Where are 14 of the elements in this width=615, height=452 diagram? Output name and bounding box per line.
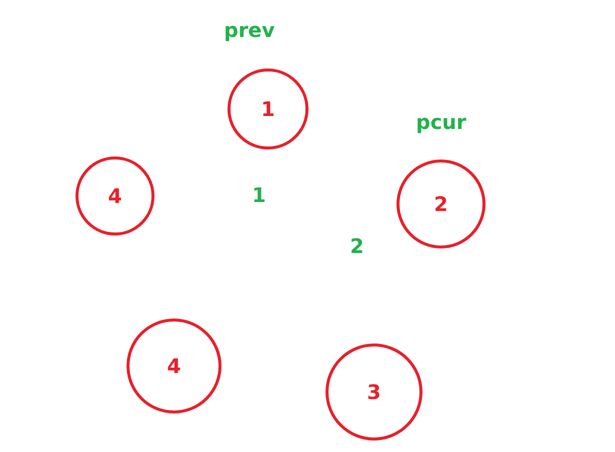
node-number: 1 (261, 99, 275, 119)
circle-node (126, 318, 222, 414)
step-number: 2 (350, 236, 364, 256)
circle-node (227, 68, 309, 150)
pointer-label: prev (224, 20, 275, 40)
node-number: 4 (167, 356, 181, 376)
circle-node (75, 156, 155, 236)
pointer-label: pcur (416, 112, 466, 132)
node-number: 2 (434, 194, 448, 214)
node-number: 3 (367, 382, 381, 402)
node-number: 4 (108, 186, 122, 206)
circle-node (325, 343, 423, 441)
step-number: 1 (252, 185, 266, 205)
circle-node (396, 159, 486, 249)
